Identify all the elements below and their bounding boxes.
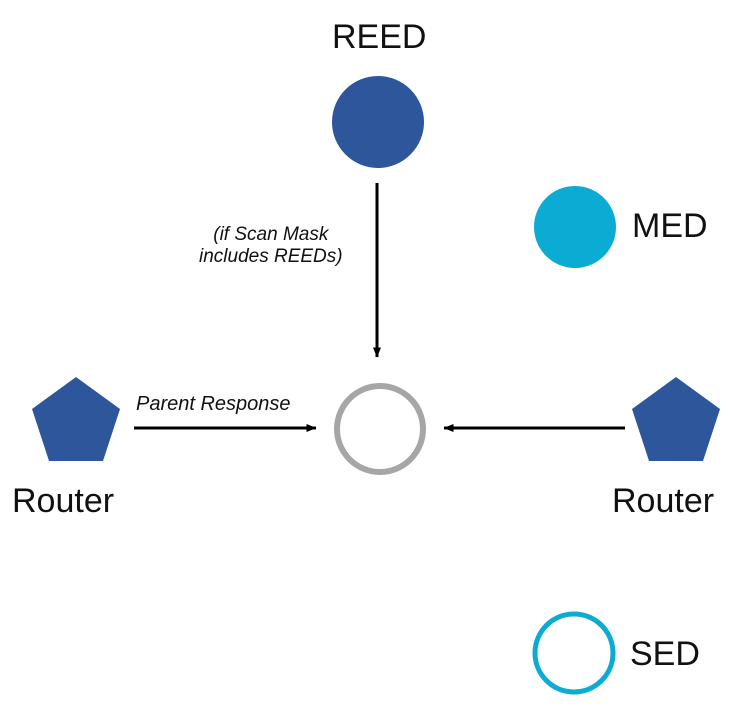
sed-node-label: SED xyxy=(630,635,700,673)
router-left-node-label: Router xyxy=(12,482,115,520)
router-right-node-label: Router xyxy=(612,482,715,520)
edge-router-left-to-center-label: Parent Response xyxy=(136,393,291,415)
reed-node-shape[interactable] xyxy=(332,76,424,168)
sed-node-shape[interactable] xyxy=(532,611,616,695)
router-right-node-shape[interactable] xyxy=(632,377,720,461)
med-node-label: MED xyxy=(632,207,708,245)
reed-node-label: REED xyxy=(332,18,427,56)
edge-reed-to-center-label: (if Scan Mask includes REEDs) xyxy=(199,224,343,267)
router-left-node-shape[interactable] xyxy=(32,377,120,461)
med-node-shape[interactable] xyxy=(534,186,616,268)
center-node-shape[interactable] xyxy=(334,383,426,475)
